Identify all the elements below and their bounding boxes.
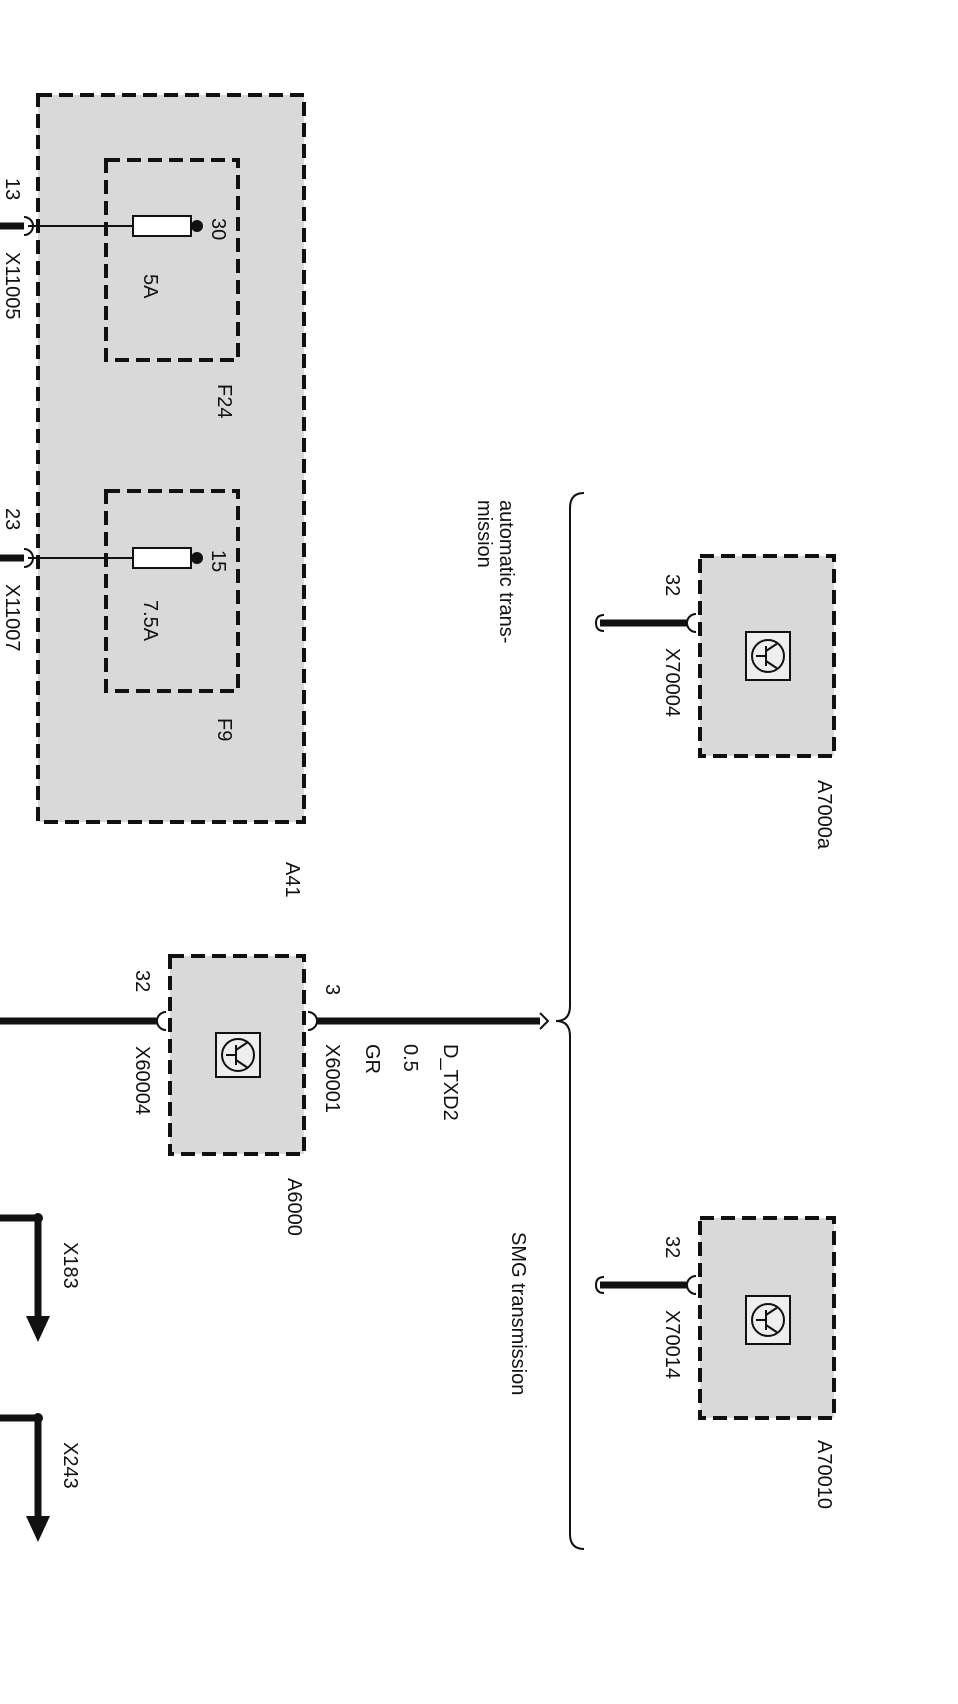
fuse-f9-pin: 15 <box>207 550 229 572</box>
transistor-icon <box>745 631 791 681</box>
connector-x70004-pin: 32 <box>661 574 683 596</box>
connector-x70004-label: X70004 <box>661 648 683 717</box>
connector-x183: X183 <box>0 1213 81 1342</box>
connector-x243: X243 <box>0 1413 81 1542</box>
module-a41-label: A41 <box>281 862 303 898</box>
connector-x60004: 32 X60004 <box>0 970 167 1115</box>
fuse-f9: 15 7.5A F9 <box>28 489 240 741</box>
variant-automatic-line1: automatic trans- <box>495 500 517 643</box>
connector-x70014-pin: 32 <box>661 1236 683 1258</box>
connector-x11005-pin: 13 <box>1 178 23 200</box>
module-a70010: A70010 <box>698 1216 836 1509</box>
module-a6000: A6000 <box>168 954 306 1236</box>
connector-x60001: 3 X60001 GR 0.5 D_TXD2 <box>307 984 550 1121</box>
connector-x243-label: X243 <box>59 1442 81 1489</box>
transistor-icon <box>215 1032 261 1078</box>
connector-x60004-pin: 32 <box>131 970 153 992</box>
wire-signal: D_TXD2 <box>439 1044 461 1121</box>
wire-size: 0.5 <box>399 1044 421 1072</box>
module-a6000-label: A6000 <box>283 1178 305 1236</box>
ground-arrow-icon <box>26 1516 50 1542</box>
ground-arrow-icon <box>26 1316 50 1342</box>
fuse-icon <box>132 547 192 569</box>
fuse-f24-label: F24 <box>213 384 235 418</box>
connector-x60004-label: X60004 <box>131 1046 153 1115</box>
module-a41: A41 30 5A F24 15 7.5A F9 <box>28 93 306 898</box>
connector-x11005-label: X11005 <box>1 252 23 319</box>
fuse-f24-pin: 30 <box>207 218 229 240</box>
variant-smg-label: SMG transmission <box>507 1232 529 1395</box>
variant-brace: automatic trans- mission SMG transmissio… <box>473 492 585 1550</box>
fuse-f24-rating: 5A <box>139 274 161 299</box>
transistor-icon <box>745 1295 791 1345</box>
wire-color: GR <box>361 1044 383 1074</box>
connector-x60001-pin: 3 <box>321 984 343 995</box>
fuse-icon <box>132 215 192 237</box>
fuse-f9-rating: 7.5A <box>139 600 161 642</box>
variant-automatic-line2: mission <box>473 500 495 568</box>
fuse-f9-label: F9 <box>213 718 235 741</box>
module-a7000a-label: A7000a <box>813 780 835 850</box>
connector-x60001-label: X60001 <box>321 1044 343 1113</box>
module-a70010-label: A70010 <box>813 1440 835 1509</box>
module-a7000a: A7000a <box>698 554 836 850</box>
connector-x70004: 32 X70004 <box>594 574 697 717</box>
connector-x70014-label: X70014 <box>661 1310 683 1379</box>
fuse-f24: 30 5A F24 <box>28 158 240 418</box>
connector-x11007-label: X11007 <box>1 584 23 651</box>
connector-x11007-pin: 23 <box>1 508 23 530</box>
connector-x11007: 23 X11007 <box>0 508 34 651</box>
connector-x11005: 13 X11005 <box>0 178 34 319</box>
connector-x183-label: X183 <box>59 1242 81 1289</box>
connector-x70014: 32 X70014 <box>594 1236 697 1379</box>
